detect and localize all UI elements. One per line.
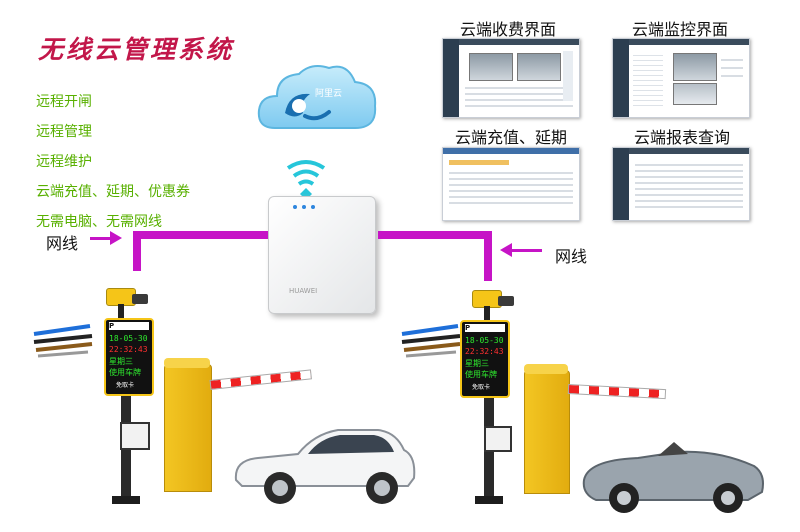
camera-icon [132,294,148,304]
network-wire [133,231,141,271]
led-display: P 18-05-30 22:32:43 星期三 使用车牌 免取卡 [104,318,154,396]
cloud-icon [257,65,377,129]
led-date: 18-05-30 [109,334,148,343]
network-wire [484,231,492,281]
led-weekday: 星期三 [109,357,133,366]
white-suv-image [234,429,416,504]
silver-convertible-image [582,442,764,513]
screenshot-recharge[interactable] [442,147,580,221]
router-led [293,205,297,209]
wifi-signal-icon [286,160,326,200]
router-brand: HUAWEI [289,287,318,295]
led-card-label: 免取卡 [472,384,491,391]
cable-icon [33,324,93,358]
router-led [302,205,306,209]
network-wire [378,231,492,239]
led-status: 使用车牌 [465,370,497,379]
cable-icon [401,324,461,358]
barrier-arm [567,384,667,400]
cable-label-right: 网线 [555,247,588,266]
led-weekday: 星期三 [465,359,489,368]
router-led [311,205,315,209]
feature-item: 云端充值、延期、优惠券 [36,184,190,200]
arrow-right-icon [90,237,112,240]
screenshot-label-reports: 云端报表查询 [634,128,731,147]
led-date: 18-05-30 [465,336,504,345]
screenshot-charging[interactable] [442,38,580,118]
feature-item: 远程管理 [36,124,92,140]
led-display: P 18-05-30 22:32:43 星期三 使用车牌 免取卡 [460,320,510,398]
router-device: HUAWEI [268,196,376,314]
cable-label-left: 网线 [46,234,79,253]
feature-item: 远程维护 [36,154,92,170]
arrow-right-icon [110,231,122,245]
screenshot-label-charging: 云端收费界面 [460,20,557,39]
barrier-gate [164,364,212,492]
feature-item: 远程开闸 [36,94,92,110]
screenshot-reports[interactable] [612,147,750,221]
arrow-left-icon [510,249,542,252]
feature-item: 无需电脑、无需网线 [36,214,162,230]
barrier-gate [524,370,570,494]
network-wire [133,231,268,239]
camera-icon [498,296,514,306]
barrier-arm [209,369,312,390]
screenshot-monitoring[interactable] [612,38,750,118]
led-card-label: 免取卡 [116,382,135,389]
led-time: 22:32:43 [109,345,148,354]
led-status: 使用车牌 [109,368,141,377]
led-time: 22:32:43 [465,347,504,356]
screenshot-label-recharge: 云端充值、延期 [455,128,568,147]
feature-list: 远程开闸 远程管理 远程维护 云端充值、延期、优惠券 无需电脑、无需网线 [36,90,190,240]
screenshot-label-monitoring: 云端监控界面 [632,20,729,39]
cloud-label: 阿里云 [315,89,343,99]
page-title: 无线云管理系统 [38,35,235,64]
arrow-left-icon [500,243,512,257]
